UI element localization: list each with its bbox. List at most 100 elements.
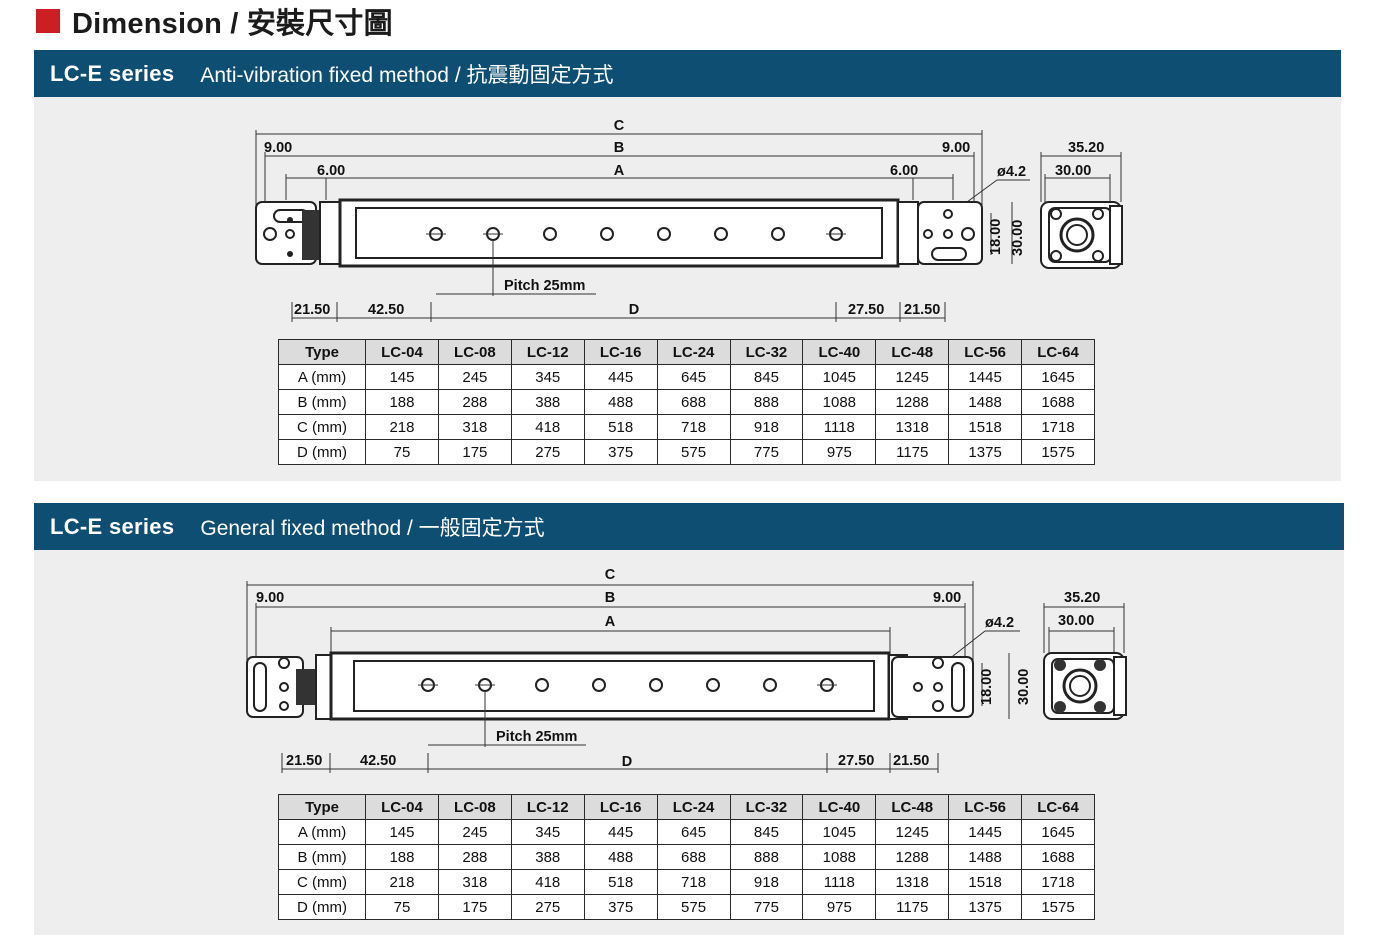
table-cell: 418 (510, 414, 585, 440)
table-cell: 1088 (802, 844, 877, 870)
dim-a: A (614, 163, 625, 179)
dim-b-27: 27.50 (848, 302, 884, 318)
column-header: LC-24 (656, 794, 731, 820)
table-cell: 1518 (948, 869, 1023, 895)
table-header-row: Type LC-04 LC-08 LC-12 LC-16 LC-24 LC-32… (277, 339, 1095, 365)
column-header: LC-40 (802, 339, 877, 365)
dim-b-right-21: 21.50 (904, 302, 940, 318)
dim-right-9: 9.00 (942, 140, 970, 156)
table-cell: 575 (656, 439, 731, 465)
row-label: A (mm) (277, 819, 367, 845)
table-cell: 1175 (875, 439, 950, 465)
dim-b-27: 27.50 (838, 753, 874, 769)
table-cell: 1375 (948, 439, 1023, 465)
table-cell: 888 (729, 389, 804, 415)
dim-right-9: 9.00 (933, 590, 961, 606)
column-header: LC-64 (1021, 339, 1095, 365)
table-row: C (mm) 218 318 418 518 718 918 1118 1318… (277, 414, 1095, 440)
table-row: D (mm) 75 175 275 375 575 775 975 1175 1… (277, 894, 1095, 920)
row-label: C (mm) (277, 869, 367, 895)
table-cell: 1645 (1021, 364, 1095, 390)
table-cell: 175 (437, 894, 512, 920)
table-cell: 145 (365, 819, 439, 845)
table-cell: 645 (656, 819, 731, 845)
series-name: LC-E series (50, 513, 175, 539)
row-label: D (mm) (277, 439, 367, 465)
column-header: LC-32 (729, 794, 804, 820)
table-cell: 375 (583, 894, 658, 920)
table-cell: 275 (510, 894, 585, 920)
dim-b-42: 42.50 (368, 302, 404, 318)
spec-table: Type LC-04 LC-08 LC-12 LC-16 LC-24 LC-32… (277, 794, 1095, 920)
dim-w30: 30.00 (1055, 163, 1091, 179)
dim-pitch: Pitch 25mm (504, 278, 585, 294)
column-header: LC-04 (365, 339, 439, 365)
spec-table: Type LC-04 LC-08 LC-12 LC-16 LC-24 LC-32… (277, 339, 1095, 465)
dim-hole: ø4.2 (997, 164, 1026, 180)
column-header: LC-08 (437, 794, 512, 820)
table-cell: 688 (656, 389, 731, 415)
table-cell: 575 (656, 894, 731, 920)
table-cell: 1375 (948, 894, 1023, 920)
table-cell: 845 (729, 819, 804, 845)
bottom-dimension-lines (291, 302, 946, 322)
dim-left-9: 9.00 (264, 140, 292, 156)
column-header: LC-40 (802, 794, 877, 820)
method-name: Anti-vibration fixed method / 抗震動固定方式 (200, 63, 614, 87)
table-cell: 1318 (875, 414, 950, 440)
dim-b-right-21: 21.50 (893, 753, 929, 769)
column-header: LC-56 (948, 794, 1023, 820)
table-cell: 345 (510, 819, 585, 845)
table-cell: 975 (802, 439, 877, 465)
dim-right-6: 6.00 (890, 163, 918, 179)
dimension-drawing: C B A 9.00 9.00 ø4.2 (246, 567, 1127, 773)
dim-a: A (605, 614, 616, 630)
page-title: Dimension / 安裝尺寸圖 (36, 4, 393, 40)
column-header: LC-48 (875, 794, 950, 820)
dim-b-left-21: 21.50 (286, 753, 322, 769)
table-cell: 718 (656, 414, 731, 440)
table-cell: 188 (365, 389, 439, 415)
column-header: LC-64 (1021, 794, 1095, 820)
column-header: Type (277, 339, 367, 365)
table-cell: 1575 (1021, 439, 1095, 465)
column-header: Type (277, 794, 367, 820)
column-header: LC-04 (365, 794, 439, 820)
table-cell: 445 (583, 819, 658, 845)
row-label: D (mm) (277, 894, 367, 920)
section-general: LC-E series General fixed method / 一般固定方… (34, 503, 1344, 935)
table-row: C (mm) 218 318 418 518 718 918 1118 1318… (277, 869, 1095, 895)
dim-c: C (605, 567, 616, 583)
row-label: B (mm) (277, 389, 367, 415)
dim-w30: 30.00 (1058, 613, 1094, 629)
table-cell: 1118 (802, 414, 877, 440)
column-header: LC-56 (948, 339, 1023, 365)
table-cell: 418 (510, 869, 585, 895)
dim-d: D (629, 302, 639, 318)
dim-h18: 18.00 (988, 219, 1004, 255)
table-cell: 718 (656, 869, 731, 895)
table-cell: 1575 (1021, 894, 1095, 920)
table-row: A (mm) 145 245 345 445 645 845 1045 1245… (277, 364, 1095, 390)
row-label: B (mm) (277, 844, 367, 870)
series-name: LC-E series (50, 60, 175, 86)
table-cell: 75 (365, 894, 439, 920)
dim-hole: ø4.2 (985, 615, 1014, 631)
table-cell: 388 (510, 844, 585, 870)
table-cell: 288 (437, 844, 512, 870)
dimension-drawing: C B A 9.00 9.00 6.00 6.00 ø4.2 (255, 118, 1123, 322)
dim-w35: 35.20 (1064, 590, 1100, 606)
table-cell: 488 (583, 844, 658, 870)
table-cell: 245 (437, 819, 512, 845)
table-header-row: Type LC-04 LC-08 LC-12 LC-16 LC-24 LC-32… (277, 794, 1095, 820)
table-cell: 1088 (802, 389, 877, 415)
title-marker (36, 9, 60, 33)
table-cell: 1045 (802, 819, 877, 845)
table-cell: 218 (365, 414, 439, 440)
top-dimension-lines (246, 581, 974, 663)
dim-b: B (614, 140, 624, 156)
column-header: LC-32 (729, 339, 804, 365)
column-header: LC-12 (510, 339, 585, 365)
column-header: LC-16 (583, 794, 658, 820)
dim-b-left-21: 21.50 (294, 302, 330, 318)
